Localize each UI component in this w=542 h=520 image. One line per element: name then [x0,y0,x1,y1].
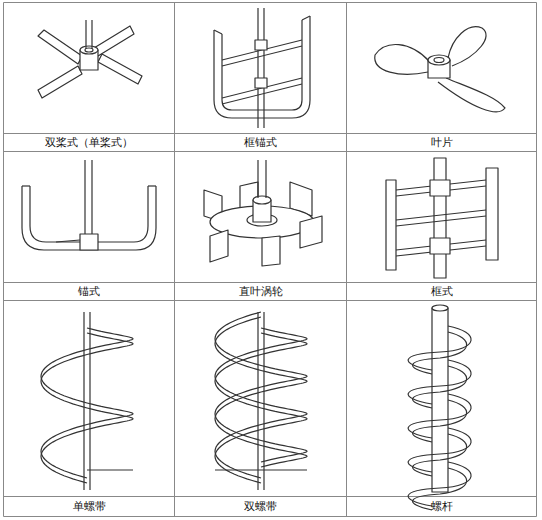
helix-stroke [432,308,448,492]
helix-stroke [215,312,307,462]
caption-label: 框锚式 [244,136,277,150]
caption-label: 叶片 [431,136,453,150]
caption-label: 单螺带 [73,500,106,514]
helix-stroke [87,469,133,470]
caption-label: 锚式 [78,285,100,299]
ribbon-and-screw-impellers [41,305,471,510]
caption-label: 螺杆 [431,500,453,514]
anchor-impeller [22,160,156,250]
caption-label: 直叶涡轮 [239,285,283,299]
helix-stroke [413,434,467,476]
frame-impeller [386,158,498,278]
frame-anchor-impeller [214,8,310,128]
propeller-impeller [375,27,505,112]
caption-label: 双螺带 [244,500,277,514]
helix-stroke [413,332,467,374]
helix-stroke [215,469,307,470]
helix-stroke [41,328,133,478]
helix-stroke [413,366,467,408]
helix-stroke [215,317,307,467]
table-grid [4,3,537,517]
turbine-impeller [204,160,322,266]
helix-stroke [408,462,471,506]
caption-label: 框式 [431,285,453,299]
helix-stroke [432,305,448,311]
paddle-impeller [38,20,142,98]
helix-stroke [413,400,467,442]
helix-stroke [41,333,133,483]
caption-label: 双桨式（单桨式） [45,136,133,150]
